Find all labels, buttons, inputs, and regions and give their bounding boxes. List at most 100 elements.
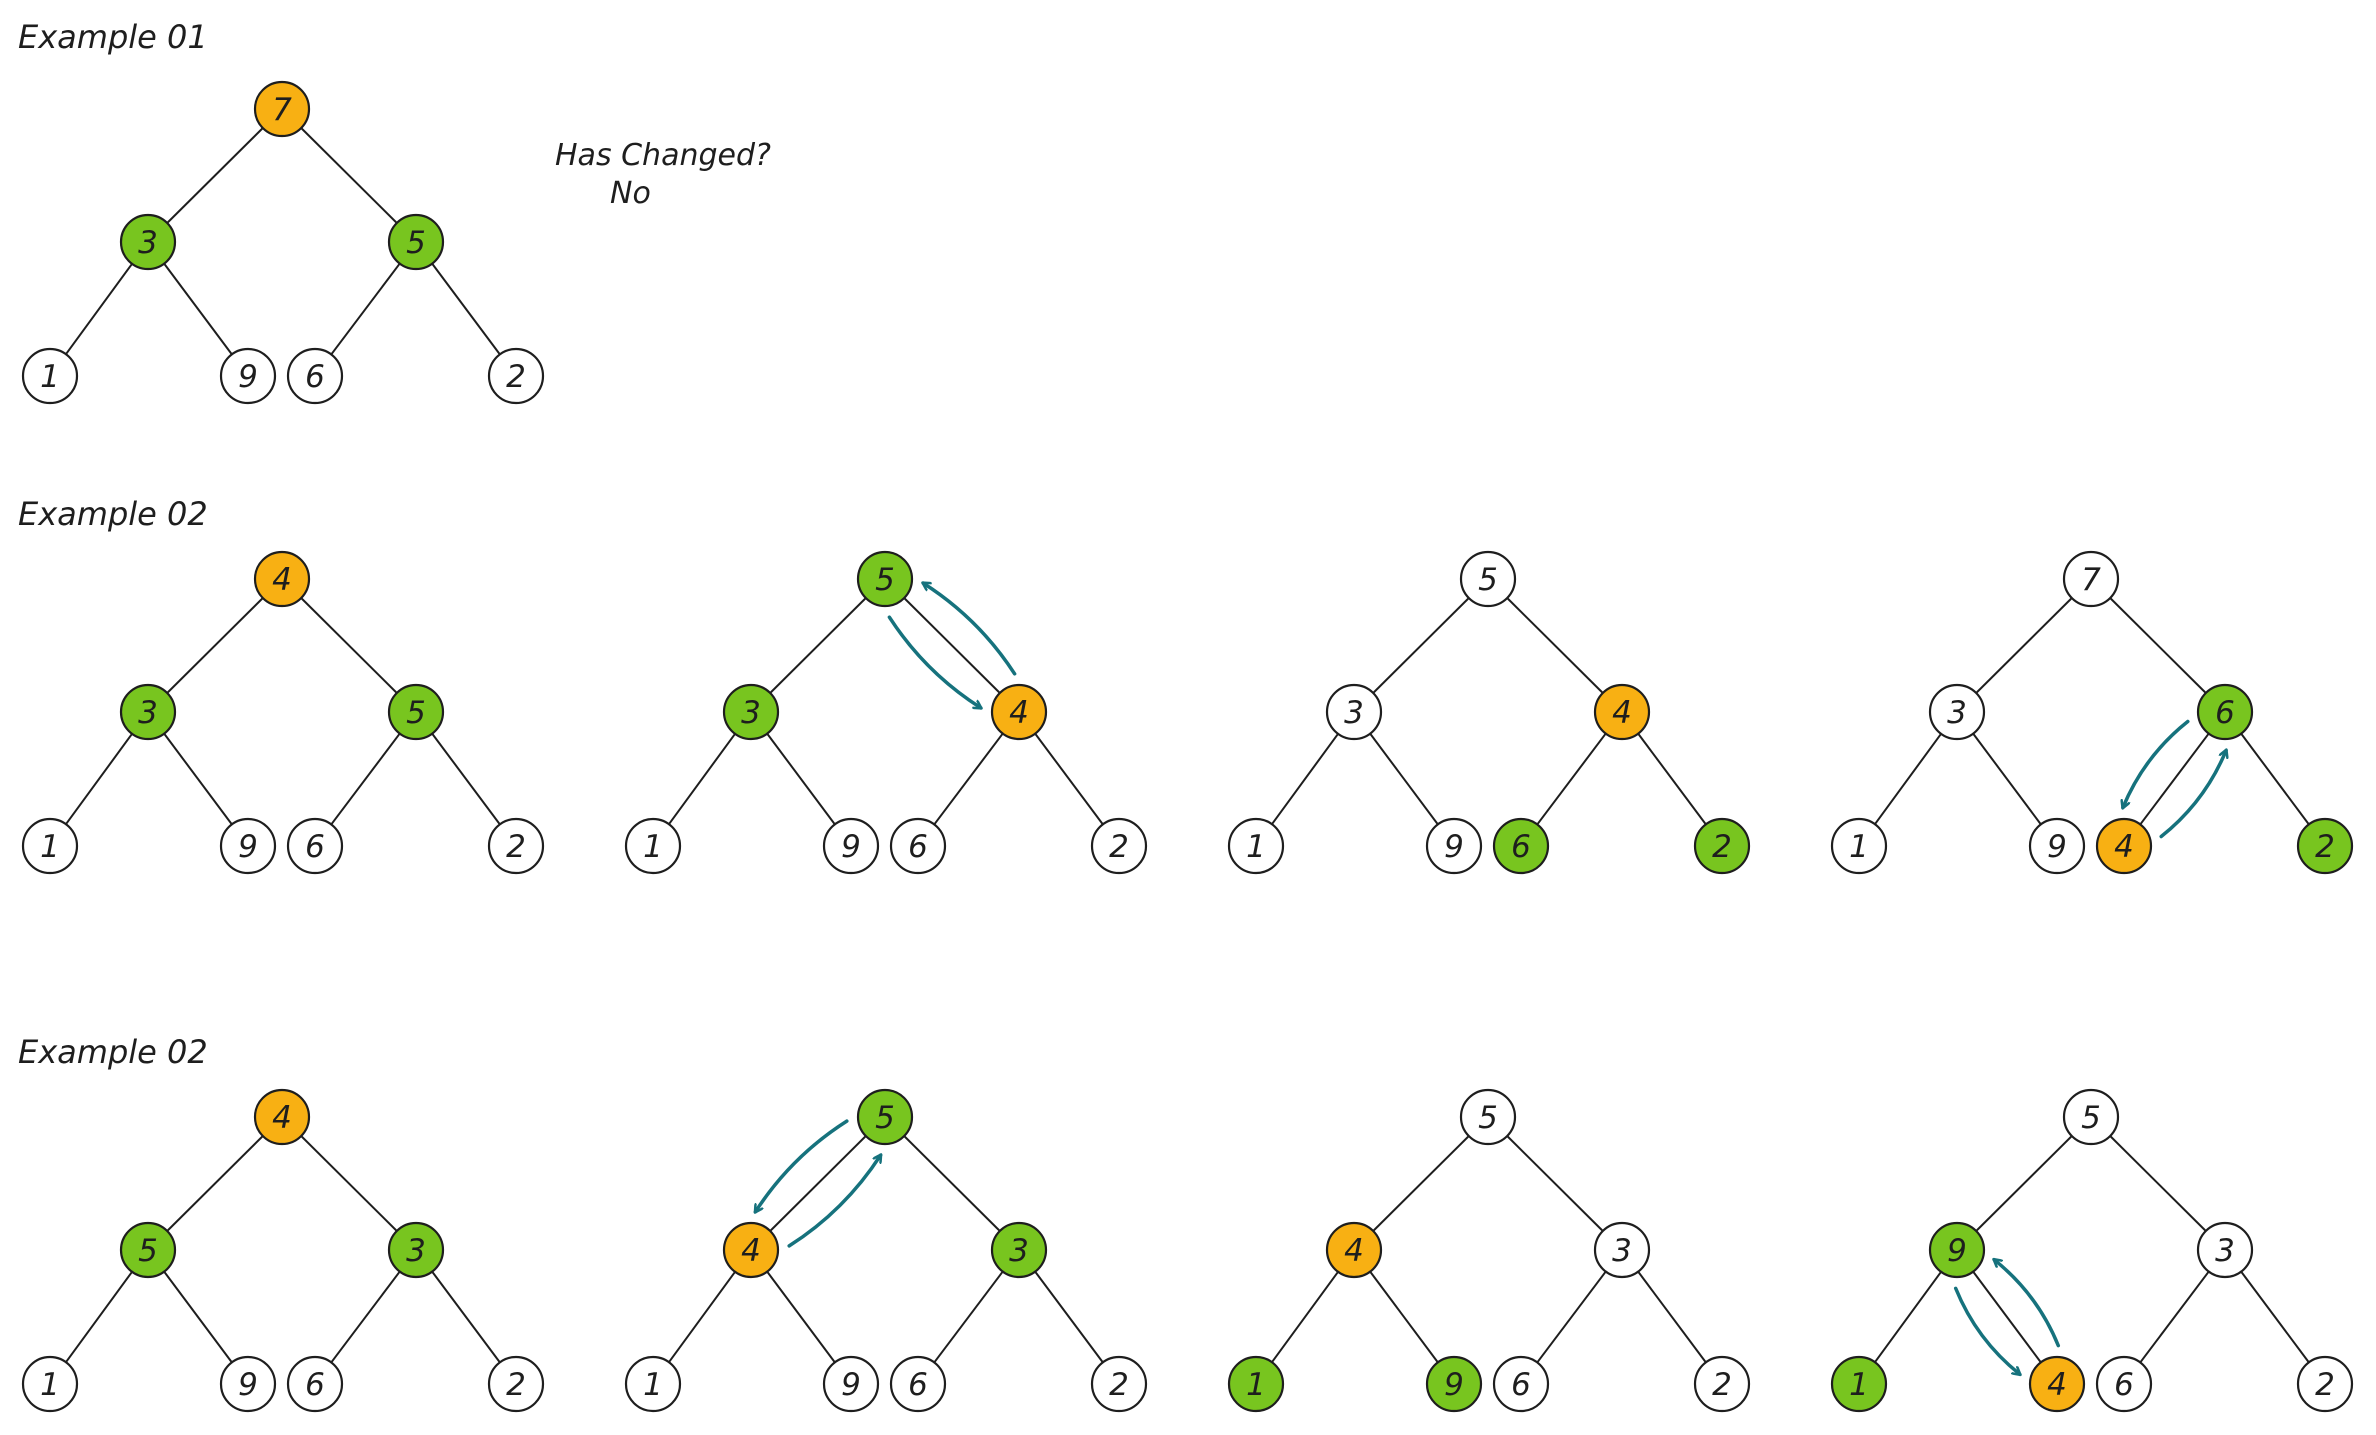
node-circle: [856, 550, 914, 608]
tree-edge: [1975, 597, 2073, 694]
node-circle: [1325, 1221, 1383, 1279]
node-circle: [219, 1355, 277, 1413]
node-value: 1: [1849, 1367, 1869, 1403]
tree-node: 5: [856, 1088, 914, 1146]
tree-node: 3: [990, 1221, 1048, 1279]
tree-node: 1: [624, 817, 682, 875]
node-value: 9: [238, 359, 258, 395]
node-circle: [1830, 1355, 1888, 1413]
tree-node: 2: [487, 1355, 545, 1413]
node-value: 1: [40, 1367, 60, 1403]
node-circle: [219, 347, 277, 405]
node-circle: [253, 550, 311, 608]
swap-arrow-up: [923, 581, 1017, 676]
node-circle: [219, 817, 277, 875]
node-value: 6: [2215, 695, 2235, 731]
tree-edge: [1972, 1271, 2042, 1363]
tree-node: 1: [21, 817, 79, 875]
tree-edge: [431, 733, 501, 825]
tree-node: 9: [1928, 1221, 1986, 1279]
node-value: 4: [1612, 695, 1632, 731]
tree-edge: [1874, 1271, 1942, 1363]
tree-edge: [1506, 1135, 1604, 1232]
tree-node: 9: [219, 1355, 277, 1413]
node-value: 6: [2114, 1367, 2134, 1403]
node-circle: [119, 213, 177, 271]
node-value: 1: [643, 1367, 663, 1403]
tree-node: 3: [119, 213, 177, 271]
tree-node: 7: [2062, 550, 2120, 608]
node-circle: [2296, 1355, 2354, 1413]
node-circle: [2296, 817, 2354, 875]
tree-edge: [933, 1270, 1004, 1364]
node-value: 1: [40, 829, 60, 865]
tree-node: 2: [1693, 1355, 1751, 1413]
node-value: 9: [1444, 829, 1464, 865]
node-value: 5: [1478, 1100, 1498, 1136]
tree-node: 6: [1492, 817, 1550, 875]
node-circle: [21, 1355, 79, 1413]
tree-node: 1: [1227, 817, 1285, 875]
tree-edge: [300, 127, 398, 224]
tree-edge: [769, 597, 867, 694]
tree-edge: [330, 1270, 401, 1364]
node-circle: [1425, 1355, 1483, 1413]
node-circle: [2196, 683, 2254, 741]
tree-node: 6: [889, 817, 947, 875]
tree-node: 3: [387, 1221, 445, 1279]
node-value: 6: [305, 359, 325, 395]
tree-edge: [2139, 732, 2210, 826]
tree-node: 3: [1325, 683, 1383, 741]
tree-edge: [65, 733, 133, 825]
tree-node: 2: [1090, 1355, 1148, 1413]
node-circle: [1928, 683, 1986, 741]
tree-node: 3: [1593, 1221, 1651, 1279]
tree-edge: [431, 263, 501, 355]
tree-node: 3: [722, 683, 780, 741]
node-value: 2: [506, 1367, 526, 1403]
node-circle: [1227, 1355, 1285, 1413]
node-value: 5: [875, 1100, 895, 1136]
node-value: 5: [406, 695, 426, 731]
node-value: 1: [1246, 1367, 1266, 1403]
tree-edge: [766, 1271, 836, 1363]
tree-node: 6: [2196, 683, 2254, 741]
tree-edge: [166, 597, 264, 694]
node-circle: [1593, 683, 1651, 741]
node-circle: [286, 1355, 344, 1413]
tree-node: 4: [2095, 817, 2153, 875]
node-value: 2: [506, 359, 526, 395]
node-circle: [286, 347, 344, 405]
tree-edge: [1034, 1271, 1104, 1363]
tree-edge: [163, 733, 233, 825]
node-value: 3: [1009, 1233, 1029, 1269]
tree-node: 4: [1325, 1221, 1383, 1279]
tree-node: 3: [119, 683, 177, 741]
node-value: 3: [1947, 695, 1967, 731]
tree-edge: [2240, 733, 2310, 825]
swap-arrow-down: [2123, 719, 2190, 808]
node-value: 5: [875, 562, 895, 598]
node-circle: [253, 80, 311, 138]
tree-node: 2: [2296, 1355, 2354, 1413]
node-circle: [856, 1088, 914, 1146]
node-circle: [889, 817, 947, 875]
tree-edge: [163, 263, 233, 355]
node-circle: [387, 1221, 445, 1279]
node-value: 2: [2315, 829, 2335, 865]
node-value: 7: [2081, 562, 2101, 598]
tree-edge: [65, 263, 133, 355]
node-value: 9: [238, 829, 258, 865]
tree-edge: [1369, 1271, 1439, 1363]
node-value: 6: [908, 1367, 928, 1403]
node-circle: [889, 1355, 947, 1413]
tree-edge: [933, 732, 1004, 826]
tree-node: 1: [624, 1355, 682, 1413]
tree-edge: [1506, 597, 1604, 694]
tree-edge: [300, 1135, 398, 1232]
